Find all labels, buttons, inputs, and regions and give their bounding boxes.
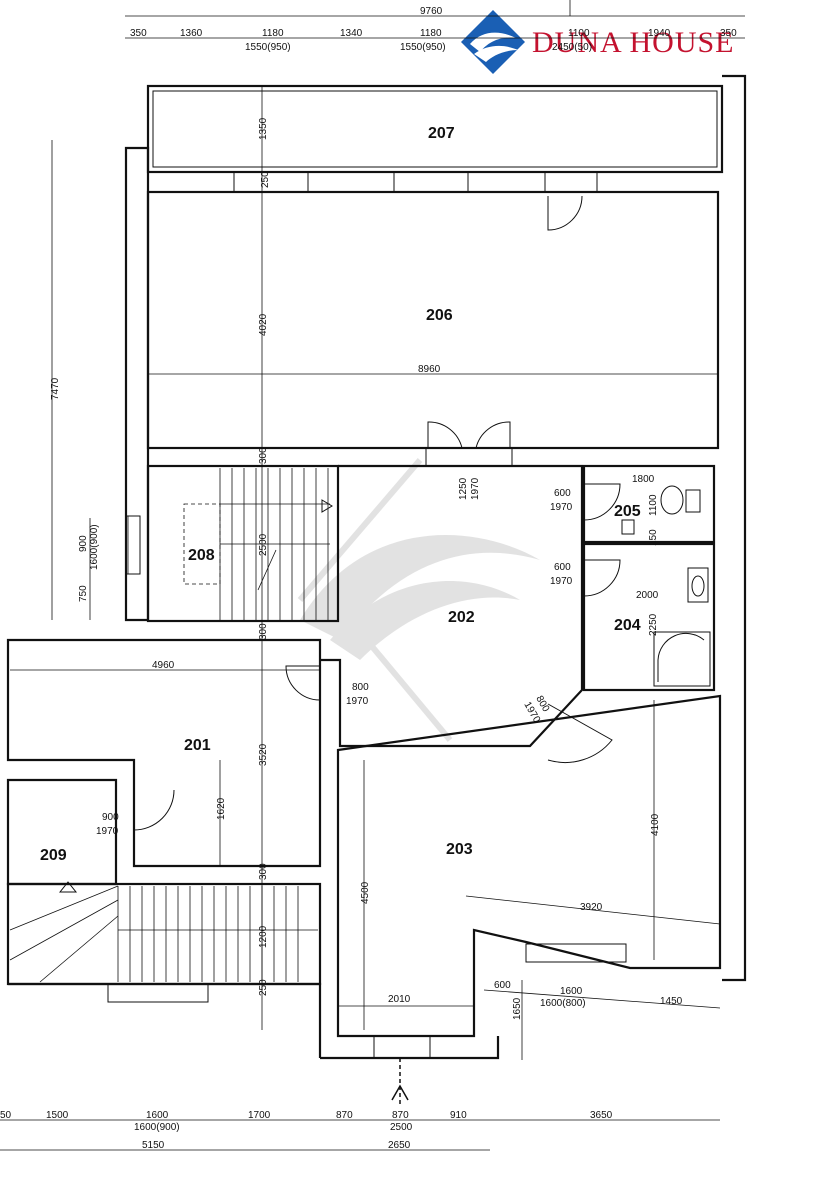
- dim-left-total: 7470: [50, 377, 61, 400]
- dim-wall-300-b: 300: [258, 623, 269, 640]
- dim-top-seg-6: 1100: [568, 28, 590, 39]
- dim-205-width: 1800: [632, 474, 655, 485]
- top-dimension-lines: [125, 0, 745, 39]
- stairs-209: [9, 881, 318, 983]
- dim-201-depth: 3520: [258, 743, 269, 766]
- room-label-208: 208: [188, 547, 215, 564]
- dim-203-width: 3920: [580, 902, 603, 913]
- dim-203-bay: 2010: [388, 994, 411, 1005]
- dim-204-width: 2000: [636, 590, 659, 601]
- room-label-201: 201: [184, 737, 211, 754]
- dim-bottom-6: 870: [392, 1110, 409, 1121]
- dim-204-door-height: 1970: [550, 576, 573, 587]
- room-label-205: 205: [614, 503, 641, 520]
- dim-top-opening-1: 1550(950): [245, 42, 291, 53]
- room-label-207: 207: [428, 125, 455, 142]
- dim-205-door-height: 1970: [550, 502, 573, 513]
- dim-top-seg-4: 1340: [340, 28, 363, 39]
- dim-209-door-width: 900: [102, 812, 119, 823]
- dim-wall-150: 150: [648, 529, 659, 546]
- dim-wall-300-c: 300: [258, 863, 269, 880]
- dim-top-total: 9760: [420, 6, 443, 17]
- shower-icon: [653, 631, 711, 687]
- stairs-208: [183, 468, 333, 620]
- dim-bottom-1: 50: [0, 1110, 12, 1121]
- room-label-209: 209: [40, 847, 67, 864]
- dim-bottom-5: 870: [336, 1110, 353, 1121]
- dim-207-depth: 1350: [258, 117, 269, 140]
- dim-wall-300-a: 300: [258, 447, 269, 464]
- dim-204-door-width: 600: [554, 562, 571, 573]
- dim-bottom-2: 1500: [46, 1110, 69, 1121]
- dim-202-door-height: 1970: [470, 477, 481, 500]
- dim-bottom-sub-2: 2500: [390, 1122, 413, 1133]
- dim-203-right-depth: 4100: [650, 813, 661, 836]
- dim-bottom-3: 1600: [146, 1110, 169, 1121]
- dim-closet-depth: 1620: [216, 797, 227, 820]
- dim-left-window-width: 1600(900): [89, 524, 100, 570]
- walls: [6, 74, 747, 1060]
- window-209: [107, 983, 209, 1003]
- dim-206-width: 8960: [418, 364, 441, 375]
- dim-left-sill: 750: [78, 585, 89, 602]
- dim-bottom-sub-1: 1600(900): [134, 1122, 180, 1133]
- entrance-arrow-icon: [391, 1058, 409, 1104]
- window-203: [525, 943, 627, 963]
- brand-name: DUNA HOUSE: [532, 26, 735, 59]
- dim-206-depth: 4020: [258, 313, 269, 336]
- dim-203-window-offset: 600: [494, 980, 511, 991]
- room-label-204: 204: [614, 617, 641, 634]
- dim-201-door-width: 800: [352, 682, 369, 693]
- room-label-206: 206: [426, 307, 453, 324]
- bottom-dimension-lines: [0, 1119, 720, 1151]
- dim-top-seg-5: 1180: [420, 28, 442, 39]
- watermark: [297, 458, 540, 742]
- dim-202-door: 1250: [458, 477, 469, 500]
- dim-top-opening-2: 1550(950): [400, 42, 446, 53]
- dim-201-width: 4960: [152, 660, 175, 671]
- dim-top-seg-1: 350: [130, 28, 147, 39]
- dim-top-seg-8: 350: [720, 28, 737, 39]
- window-208: [125, 515, 141, 575]
- room-dimension-lines: [10, 86, 721, 1060]
- duna-house-logo-icon: [461, 10, 525, 74]
- dim-bottom-8: 3650: [590, 1110, 613, 1121]
- dim-203-window-right: 1450: [660, 996, 683, 1007]
- washbasin-icon: [621, 519, 635, 535]
- dim-top-seg-3: 1180: [262, 28, 284, 39]
- dim-top-opening-3: 2450(50): [552, 42, 592, 53]
- dim-bottom-4: 1700: [248, 1110, 271, 1121]
- dim-203-window-label: 1600(800): [540, 998, 586, 1009]
- dim-204-depth: 2250: [648, 613, 659, 636]
- dim-206-wall: 250: [260, 171, 271, 188]
- dim-208-stair: 2500: [258, 533, 269, 556]
- doors: [133, 195, 621, 831]
- room-label-203: 203: [446, 841, 473, 858]
- dim-top-seg-2: 1360: [180, 28, 203, 39]
- dim-top-seg-7: 1940: [648, 28, 671, 39]
- dim-bottom-7: 910: [450, 1110, 467, 1121]
- dim-205-door-width: 600: [554, 488, 571, 499]
- dim-left-window-height: 900: [78, 535, 89, 552]
- dim-203-window-width: 1600: [560, 986, 583, 997]
- logo: DUNA HOUSE: [461, 10, 735, 74]
- dim-209-door-height: 1970: [96, 826, 119, 837]
- dim-wall-250-bottom: 250: [258, 979, 269, 996]
- dim-203-depth: 4500: [360, 881, 371, 904]
- dim-stair-1200: 1200: [258, 925, 269, 948]
- sink-icon: [687, 567, 709, 603]
- dim-205-depth: 1100: [648, 494, 659, 516]
- toilet-icon: [660, 485, 701, 515]
- dim-201-door-height: 1970: [346, 696, 369, 707]
- room-label-202: 202: [448, 609, 475, 626]
- dim-bottom-row2-2: 2650: [388, 1140, 411, 1151]
- dim-203-window-depth: 1650: [512, 997, 523, 1020]
- left-dimension-lines: [51, 140, 129, 620]
- dim-bottom-row2-1: 5150: [142, 1140, 165, 1151]
